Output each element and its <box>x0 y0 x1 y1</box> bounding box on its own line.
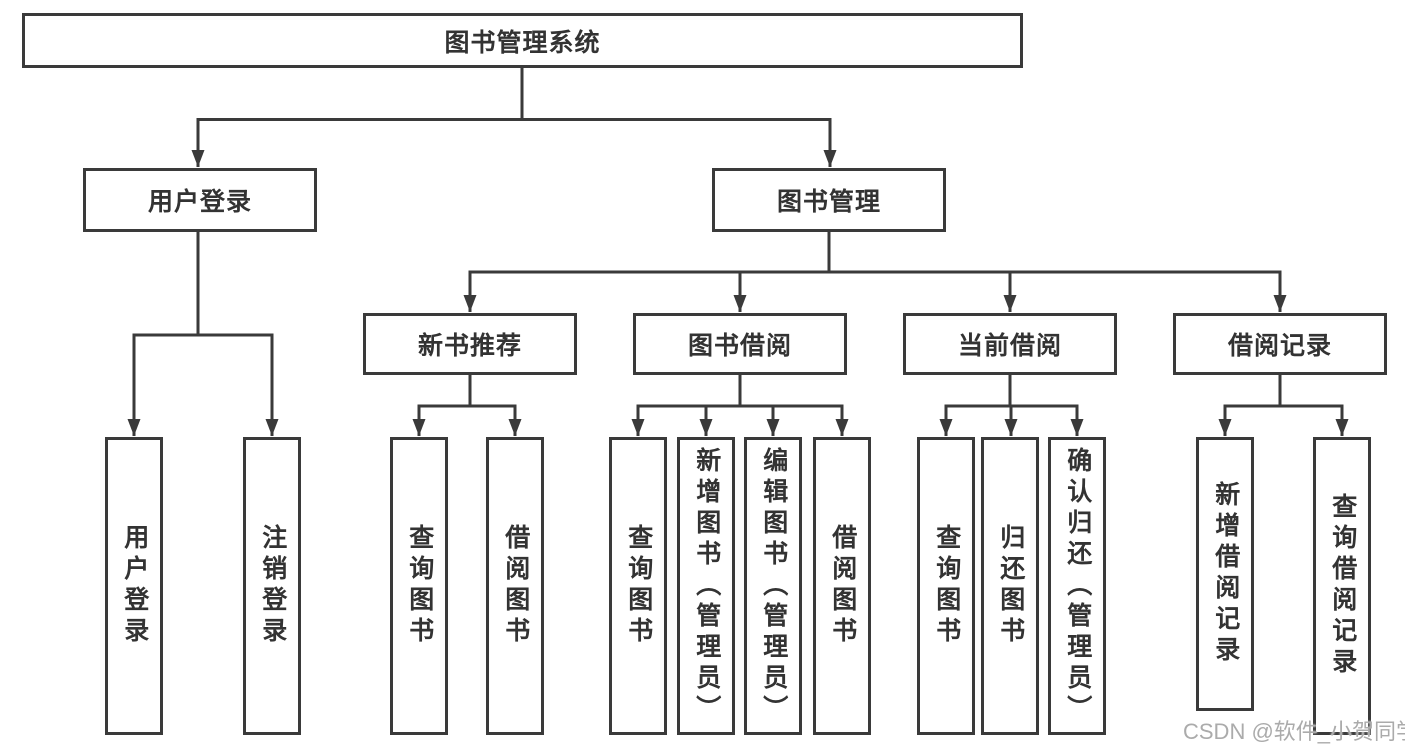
node-label: 新增借阅记录 <box>1211 481 1240 667</box>
leaf-query-borrow-record: 查询借阅记录 <box>1313 437 1371 735</box>
node-label: 借阅记录 <box>1227 332 1332 360</box>
leaf-add-borrow-record: 新增借阅记录 <box>1196 437 1254 711</box>
leaf-user-login: 用户登录 <box>105 437 163 735</box>
node-label: 借阅图书 <box>501 524 530 648</box>
leaf-logout: 注销登录 <box>243 437 301 735</box>
leaf-add-books-admin: 新增图书（管理员） <box>677 437 735 735</box>
leaf-borrow-books-recommend: 借阅图书 <box>486 437 544 735</box>
node-label: 图书借阅 <box>687 332 792 360</box>
node-user-login: 用户登录 <box>83 168 317 232</box>
node-book-borrowing: 图书借阅 <box>633 313 847 375</box>
node-label: 图书管理 <box>776 188 881 216</box>
leaf-query-books-recommend: 查询图书 <box>390 437 448 735</box>
node-label: 查询借阅记录 <box>1328 493 1357 679</box>
leaf-query-books-borrowing: 查询图书 <box>609 437 667 735</box>
leaf-query-books-current: 查询图书 <box>917 437 975 735</box>
node-book-management: 图书管理 <box>712 168 946 232</box>
node-label: 查询图书 <box>405 524 434 648</box>
csdn-watermark: CSDN @软件_小贺同学 <box>1183 719 1405 744</box>
node-new-book-recommendation: 新书推荐 <box>363 313 577 375</box>
node-label: 图书管理系统 <box>444 28 601 57</box>
node-label: 新书推荐 <box>417 332 522 360</box>
leaf-edit-books-admin: 编辑图书（管理员） <box>744 437 802 735</box>
node-label: 编辑图书（管理员） <box>759 446 788 726</box>
node-current-borrowing: 当前借阅 <box>903 313 1117 375</box>
node-label: 用户登录 <box>147 188 252 216</box>
node-label: 确认归还（管理员） <box>1063 446 1092 726</box>
node-borrowing-records: 借阅记录 <box>1173 313 1387 375</box>
node-label: 归还图书 <box>996 524 1025 648</box>
node-label: 查询图书 <box>932 524 961 648</box>
node-library-management-system: 图书管理系统 <box>22 13 1023 68</box>
node-label: 注销登录 <box>258 524 287 648</box>
node-label: 新增图书（管理员） <box>692 446 721 726</box>
leaf-borrow-books: 借阅图书 <box>813 437 871 735</box>
node-label: 借阅图书 <box>828 524 857 648</box>
node-label: 当前借阅 <box>957 332 1062 360</box>
node-label: 查询图书 <box>624 524 653 648</box>
leaf-return-books: 归还图书 <box>981 437 1039 735</box>
leaf-confirm-return-admin: 确认归还（管理员） <box>1048 437 1106 735</box>
node-label: 用户登录 <box>120 524 149 648</box>
